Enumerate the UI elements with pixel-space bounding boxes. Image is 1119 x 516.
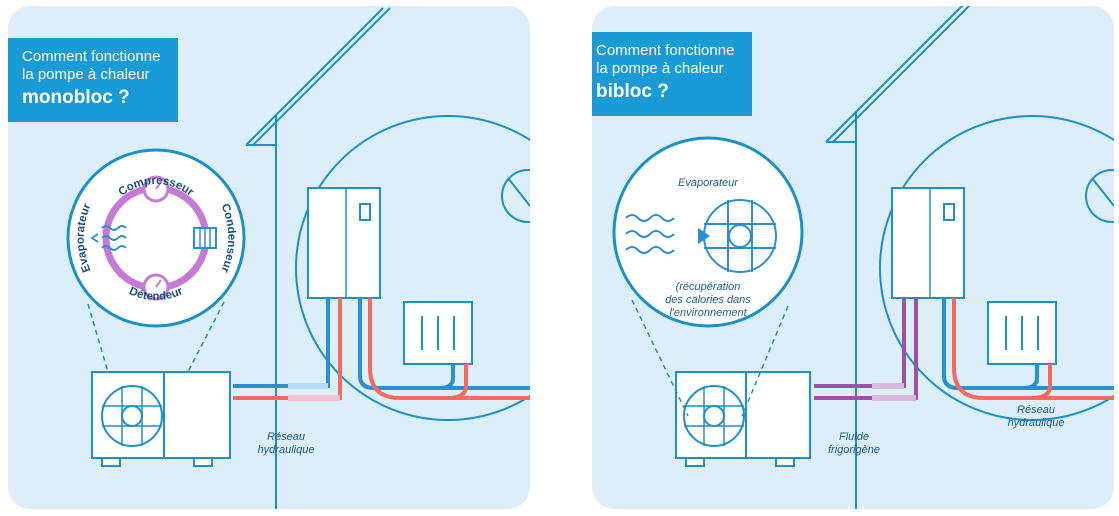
- hydraulic-pipes: [233, 298, 530, 401]
- monobloc-panel: Compresseur Détendeur Evaporateur Conden…: [8, 6, 530, 509]
- monobloc-diagram: Compresseur Détendeur Evaporateur Conden…: [66, 7, 530, 509]
- title-line2: la pompe à chaleur: [596, 60, 724, 77]
- indoor-unit: [307, 187, 381, 299]
- house-outline: [245, 7, 391, 509]
- network-label-line2: hydraulique: [1008, 417, 1065, 429]
- evaporator-fan-icon: [703, 199, 777, 273]
- title-line2: la pompe à chaleur: [22, 66, 150, 83]
- evaporator-air-icon: [90, 225, 127, 251]
- fluid-label-line1: Fluide: [839, 431, 869, 443]
- bibloc-title: Comment fonctionne la pompe à chaleur bi…: [592, 32, 753, 116]
- refrigerant-and-hydraulic-pipes: [814, 298, 1114, 401]
- note-line2: des calories dans: [665, 294, 751, 306]
- air-flow-icon: [625, 214, 675, 254]
- outdoor-unit: [675, 371, 811, 467]
- zoom-circle: [295, 115, 530, 421]
- evaporator-detail: Evaporateur (récupération des calories d…: [612, 136, 804, 328]
- network-label-line1: Réseau: [267, 431, 305, 443]
- bibloc-diagram: Evaporateur (récupération des calories d…: [612, 6, 1114, 509]
- condenser-icon: [193, 227, 217, 249]
- title-line1: Comment fonctionne: [22, 48, 161, 65]
- window-icon: [1085, 169, 1114, 223]
- thermodynamic-cycle: Compresseur Détendeur Evaporateur Conden…: [66, 148, 246, 328]
- zoom-circle: [879, 115, 1114, 421]
- label-detendeur: Détendeur: [127, 285, 185, 303]
- radiator: [403, 301, 473, 365]
- title-line1: Comment fonctionne: [596, 42, 735, 59]
- monobloc-title: Comment fonctionne la pompe à chaleur mo…: [8, 38, 179, 122]
- note-line3: l'environnement: [669, 307, 747, 319]
- house-outline: [825, 6, 971, 509]
- title-strong: bibloc ?: [596, 81, 669, 102]
- bibloc-panel: Evaporateur (récupération des calories d…: [592, 6, 1114, 509]
- title-strong: monobloc ?: [22, 87, 130, 108]
- note-line1: (récupération: [676, 281, 741, 293]
- fluid-label-line2: frigorigène: [828, 444, 880, 456]
- label-evaporateur: Evaporateur: [678, 177, 739, 189]
- indoor-unit: [891, 187, 965, 299]
- network-label-line2: hydraulique: [258, 444, 315, 456]
- window-icon: [501, 169, 530, 223]
- network-label-line1: Réseau: [1017, 404, 1055, 416]
- radiator: [987, 301, 1057, 365]
- outdoor-unit: [91, 371, 231, 467]
